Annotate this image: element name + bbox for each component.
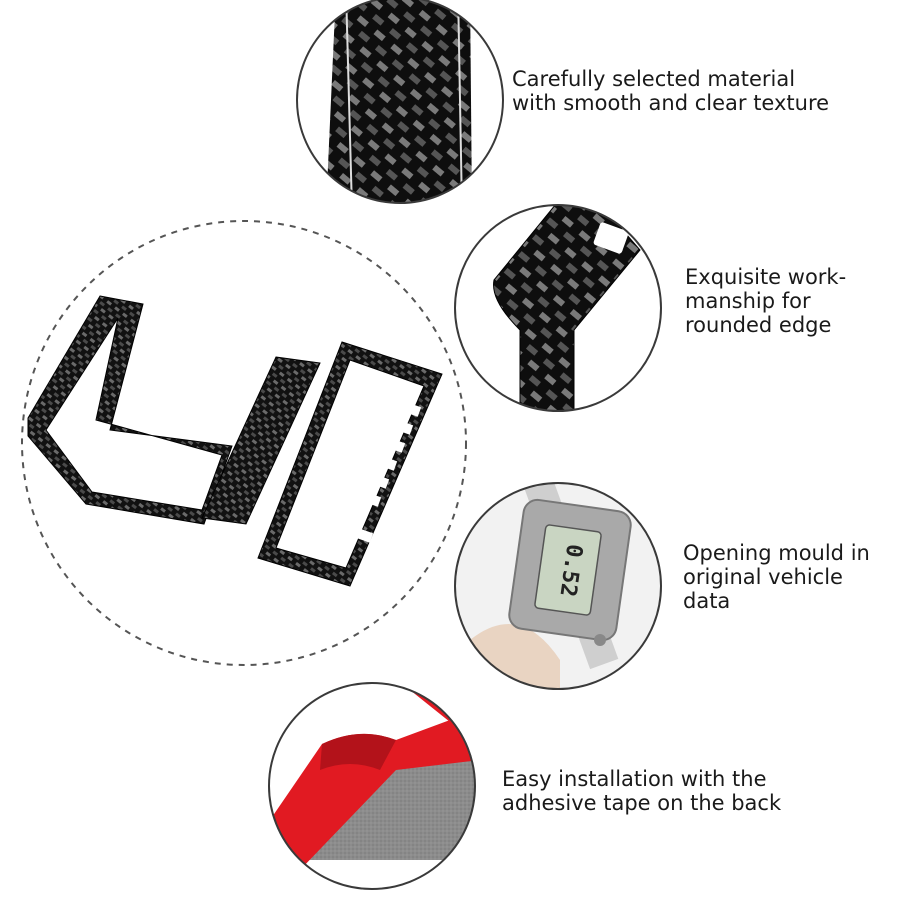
detail-circle-adhesive [268,682,476,890]
main-product-view [21,220,467,666]
left-trim-panel [27,295,233,525]
feature-caption-material: Carefully selected material with smooth … [512,67,830,115]
feature-caption-installation: Easy installation with the adhesive tape… [502,767,782,815]
detail-circle-texture [296,0,504,204]
feature-caption-rounded-edge: Exquisite work- manship for rounded edge [685,265,847,337]
feature-caption-mould: Opening mould in original vehicle data [683,541,870,613]
middle-trim-strip [201,356,321,525]
detail-circle-caliper: 0.52 [454,482,662,690]
right-trim-frame [257,341,443,587]
detail-circle-rounded-edge [454,204,662,412]
